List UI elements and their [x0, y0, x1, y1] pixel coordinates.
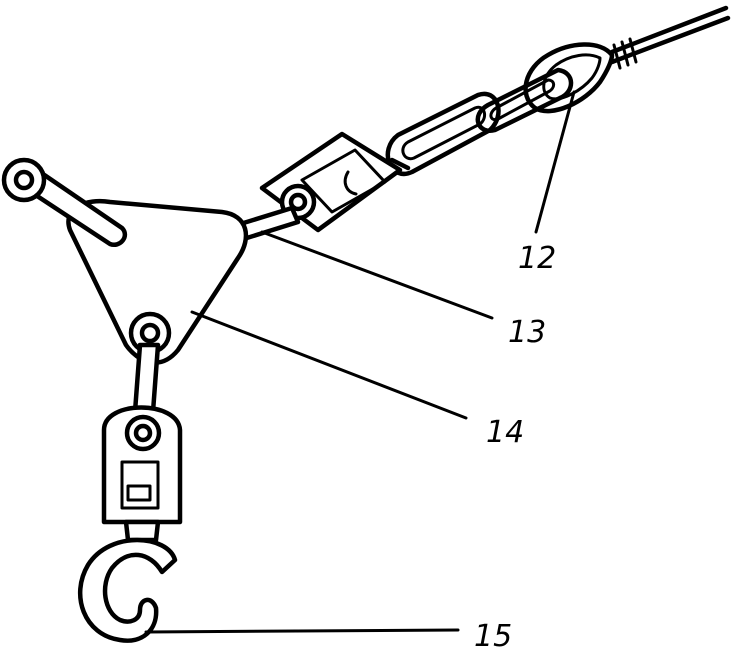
leader-lines — [144, 90, 576, 634]
leader-14 — [190, 310, 468, 420]
leader-13 — [260, 230, 494, 320]
label-15: 15 — [474, 619, 512, 654]
leader-12 — [534, 90, 576, 234]
label-13: 13 — [508, 315, 546, 350]
left-arm — [1, 157, 128, 248]
hook-shank — [123, 519, 161, 543]
hook — [77, 537, 178, 643]
chain-link-lower — [385, 91, 501, 177]
chain-connector — [389, 157, 411, 171]
wire-rope — [609, 5, 731, 70]
leader-15 — [144, 628, 460, 634]
chain-link-upper — [475, 67, 574, 134]
label-12: 12 — [518, 241, 556, 276]
lower-shackle-block — [101, 405, 183, 525]
label-14: 14 — [486, 415, 524, 450]
